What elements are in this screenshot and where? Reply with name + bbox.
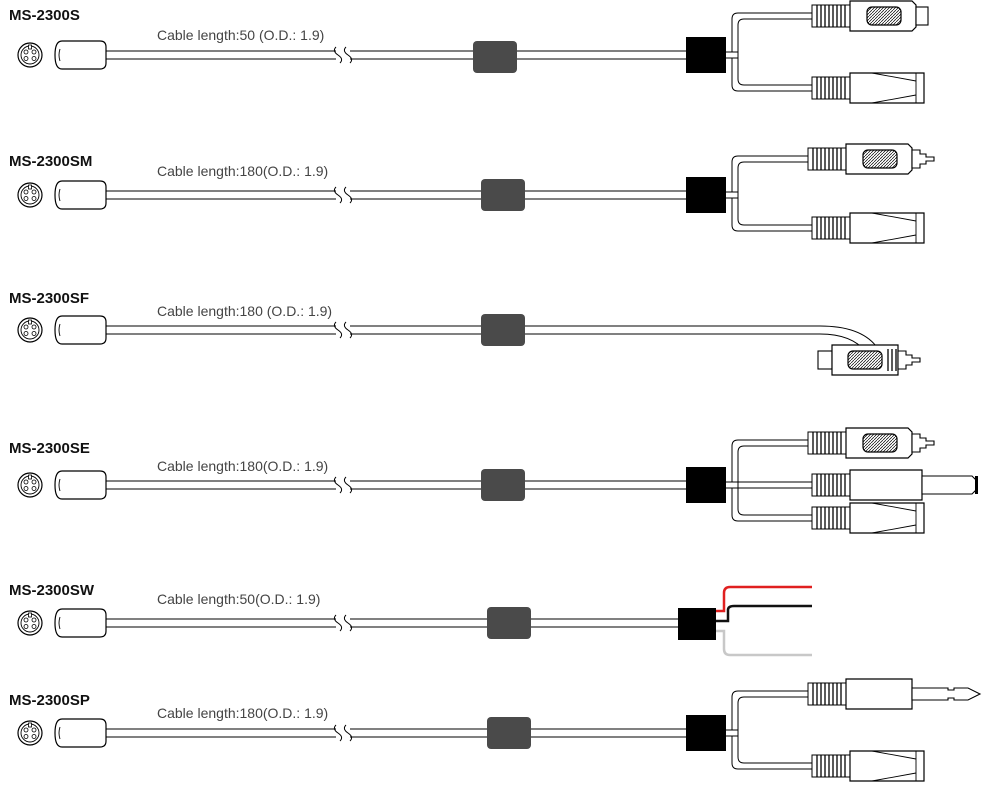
model-label: MS-2300SW: [9, 582, 95, 599]
cable-length-label: Cable length:180(O.D.: 1.9): [157, 163, 329, 179]
cable-diagram-se: [17, 427, 978, 534]
model-label: MS-2300SE: [9, 440, 90, 457]
cable-length-label: Cable length:50 (O.D.: 1.9): [157, 27, 325, 43]
cable-length-label: Cable length:180 (O.D.: 1.9): [157, 303, 333, 319]
cable-length-label: Cable length:180(O.D.: 1.9): [157, 705, 329, 721]
model-label: MS-2300S: [9, 7, 80, 24]
model-label: MS-2300SF: [9, 290, 90, 307]
cable-length-label: Cable length:50(O.D.: 1.9): [157, 591, 321, 607]
cable-diagram-s: [17, 0, 929, 104]
cable-diagram-sw: [17, 585, 812, 657]
cable-diagram-sf: [17, 314, 921, 376]
cable-length-label: Cable length:180(O.D.: 1.9): [157, 458, 329, 474]
cable-diagram-sp: [17, 678, 982, 782]
model-label: MS-2300SP: [9, 692, 90, 709]
cable-diagram-sm: [17, 143, 935, 244]
model-label: MS-2300SM: [9, 153, 93, 170]
